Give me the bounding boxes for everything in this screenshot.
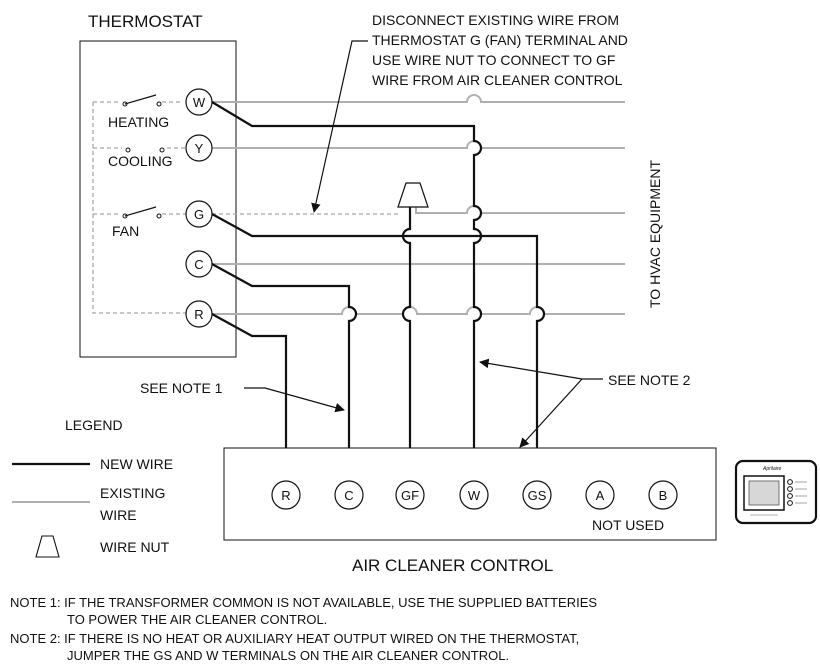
- terminal-r: [185, 300, 213, 328]
- legend-title: LEGEND: [65, 417, 123, 433]
- ac-terminal-b-label: B: [659, 488, 668, 503]
- thermostat-box: [79, 40, 237, 358]
- note-2-line-1: NOTE 2: IF THERE IS NO HEAT OR AUXILIARY…: [10, 631, 579, 646]
- note-1-line-1: NOTE 1: IF THE TRANSFORMER COMMON IS NOT…: [10, 595, 597, 610]
- terminal-g-label: G: [194, 207, 204, 222]
- legend-wire-nut-label: WIRE NUT: [100, 539, 170, 555]
- cooling-label: COOLING: [108, 153, 173, 169]
- heating-switch: [122, 94, 162, 107]
- terminal-c: [185, 250, 213, 278]
- note-2-line-2: JUMPER THE GS AND W TERMINALS ON THE AIR…: [67, 648, 509, 663]
- air-cleaner-terminals: R C GF W GS A B: [271, 480, 678, 510]
- ac-terminal-r: [271, 480, 301, 510]
- ac-terminal-w-label: W: [468, 488, 481, 503]
- terminal-r-label: R: [194, 307, 203, 322]
- fan-switch: [122, 206, 162, 219]
- legend: LEGEND NEW WIRE EXISTING WIRE WIRE NUT: [12, 417, 173, 558]
- ac-terminal-w: [459, 480, 489, 510]
- not-used-label: NOT USED: [592, 517, 664, 533]
- thermostat-title: THERMOSTAT: [88, 12, 203, 31]
- terminal-y-label: Y: [195, 141, 204, 156]
- disconnect-callout: DISCONNECT EXISTING WIRE FROM THERMOSTAT…: [311, 12, 628, 213]
- callout-line-4: WIRE FROM AIR CLEANER CONTROL: [372, 72, 623, 88]
- air-cleaner-control-device-icon: Aprilaire: [734, 459, 818, 525]
- see-note-1-callout: SEE NOTE 1: [140, 380, 345, 413]
- air-cleaner-title: AIR CLEANER CONTROL: [352, 556, 553, 575]
- wire-nut-icon: [397, 182, 429, 208]
- see-note-1-label: SEE NOTE 1: [140, 380, 223, 396]
- see-note-2-label: SEE NOTE 2: [608, 372, 691, 388]
- fan-label: FAN: [112, 223, 139, 239]
- see-note-2-callout: SEE NOTE 2: [479, 358, 691, 448]
- callout-line-3: USE WIRE NUT TO CONNECT TO GF: [372, 52, 615, 68]
- legend-existing-wire-label-2: WIRE: [100, 507, 137, 523]
- terminal-w: [185, 88, 213, 116]
- thermostat-internal-wiring: [92, 101, 186, 314]
- note-1-line-2: TO POWER THE AIR CLEANER CONTROL.: [67, 612, 327, 627]
- notes: NOTE 1: IF THE TRANSFORMER COMMON IS NOT…: [10, 595, 597, 663]
- callout-line-1: DISCONNECT EXISTING WIRE FROM: [372, 12, 619, 28]
- ac-terminal-b: [648, 480, 678, 510]
- ac-terminal-c-label: C: [344, 488, 353, 503]
- legend-new-wire-label: NEW WIRE: [100, 456, 173, 472]
- new-wires: [211, 101, 546, 482]
- ac-terminal-gf: [395, 480, 425, 510]
- terminal-w-label: W: [193, 95, 206, 110]
- device-brand-text: Aprilaire: [762, 466, 782, 472]
- legend-existing-wire-label-1: EXISTING: [100, 485, 165, 501]
- thermostat-terminals: W Y G C R: [185, 88, 213, 328]
- terminal-y: [185, 134, 213, 162]
- ac-terminal-gs: [522, 480, 552, 510]
- terminal-g: [185, 200, 213, 228]
- ac-terminal-a-label: A: [596, 488, 605, 503]
- hvac-equipment-label: TO HVAC EQUIPMENT: [647, 159, 663, 308]
- ac-terminal-c: [334, 480, 364, 510]
- ac-terminal-gf-label: GF: [401, 488, 419, 503]
- ac-terminal-r-label: R: [281, 488, 290, 503]
- heating-label: HEATING: [108, 114, 169, 130]
- ac-terminal-gs-label: GS: [528, 488, 547, 503]
- ac-terminal-a: [585, 480, 615, 510]
- legend-wire-nut-icon: [35, 535, 60, 558]
- terminal-c-label: C: [194, 257, 203, 272]
- cooling-switch: [125, 147, 165, 153]
- callout-line-2: THERMOSTAT G (FAN) TERMINAL AND: [372, 32, 628, 48]
